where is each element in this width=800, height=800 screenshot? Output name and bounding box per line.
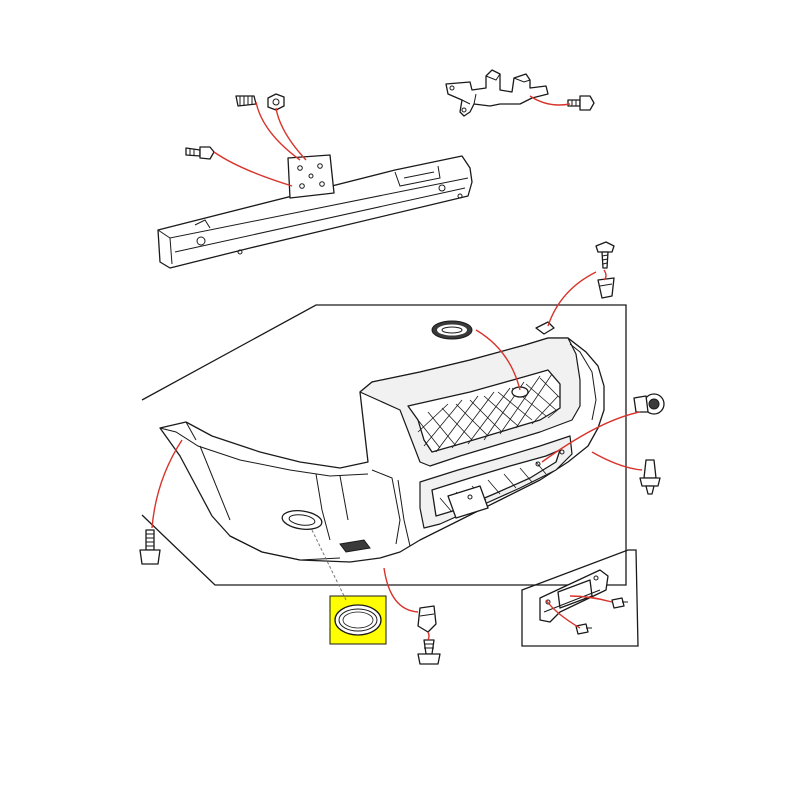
stud-bolt [235, 95, 257, 107]
fog-ring-leader [311, 529, 347, 601]
fog-lamp-bezel-ring[interactable] [329, 595, 387, 645]
bolt-left [139, 529, 161, 565]
plate-bracket-screw-2 [575, 623, 592, 635]
screw-bottom [417, 639, 441, 665]
screw-top-right [595, 241, 615, 269]
flange-nut [267, 93, 285, 111]
leader-lines [151, 95, 643, 641]
bracket-bolt [567, 95, 595, 111]
grille-badge [431, 320, 473, 340]
bumper-assembly-frame [141, 304, 627, 586]
reinforcement-beam [157, 155, 473, 269]
clip-nut-top-right [597, 277, 615, 299]
bumper-cover [159, 337, 605, 563]
upper-grille-mesh [417, 373, 561, 453]
bumper-top-clip [535, 321, 555, 335]
clip-bottom [417, 605, 437, 633]
beam-bolt [185, 146, 215, 160]
upper-bracket [445, 69, 549, 117]
mounting-plate [287, 154, 335, 199]
push-rivet-right [639, 459, 661, 495]
number-plate-bracket-inset [521, 549, 639, 647]
plate-bracket-screw-1 [611, 597, 628, 609]
parking-sensor [633, 393, 665, 415]
